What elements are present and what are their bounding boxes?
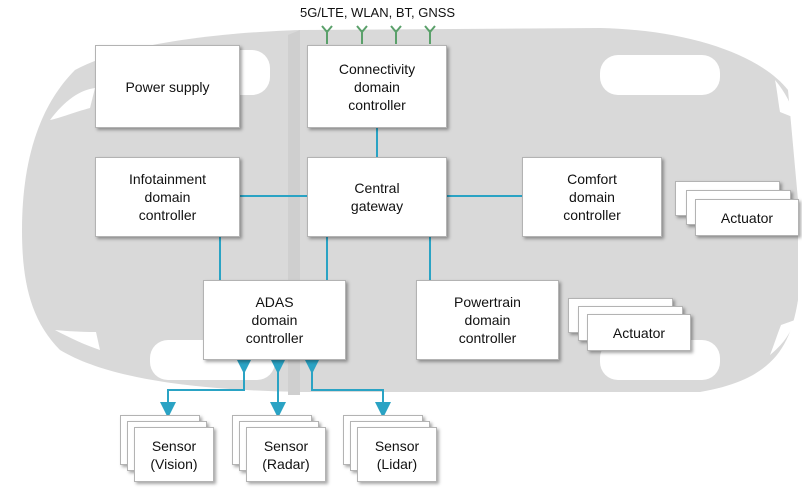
- adas-label-1: ADAS: [255, 294, 294, 310]
- link-adas-vision: [160, 358, 252, 418]
- connectivity-label-1: Connectivity: [338, 60, 416, 77]
- adas-domain-controller-box: ADAS domain controller: [203, 280, 346, 360]
- infotainment-label-2: domain: [144, 189, 191, 205]
- sensor-lidar-box: Sensor (Lidar): [357, 427, 437, 482]
- sensor-radar-box: Sensor (Radar): [246, 427, 326, 482]
- antenna-1: [321, 25, 333, 44]
- car-window-rear-right: [55, 330, 100, 350]
- comfort-label-1: Comfort: [567, 171, 617, 187]
- antenna-2: [356, 25, 368, 44]
- actuator-1-box: Actuator: [695, 199, 799, 236]
- gateway-label-2: gateway: [350, 198, 404, 214]
- powertrain-label-2: domain: [464, 312, 511, 328]
- power-supply-box: Power supply: [95, 45, 240, 128]
- antenna-3: [390, 25, 402, 44]
- sensor-vision-box: Sensor (Vision): [134, 427, 214, 482]
- gateway-label-1: Central: [354, 180, 400, 196]
- infotainment-domain-controller-box: Infotainment domain controller: [95, 157, 240, 237]
- link-adas-lidar: [304, 358, 391, 418]
- actuator-1-label: Actuator: [720, 209, 774, 226]
- comfort-label-2: domain: [569, 189, 615, 205]
- sensor-lidar-label-1: Sensor: [374, 437, 420, 454]
- infotainment-label-3: controller: [138, 207, 197, 223]
- sensor-vision-label-2: (Vision): [150, 455, 198, 472]
- sensor-vision-label-1: Sensor: [151, 437, 197, 454]
- antennas: [321, 25, 436, 44]
- sensor-links: [160, 358, 391, 418]
- sensor-radar-label-1: Sensor: [263, 437, 309, 454]
- adas-label-2: domain: [251, 312, 298, 328]
- adas-label-3: controller: [245, 330, 304, 346]
- actuator-2-label: Actuator: [612, 324, 666, 341]
- actuator-2-box: Actuator: [587, 314, 691, 351]
- car-window-front-right-top: [775, 80, 795, 118]
- sensor-lidar-label-2: (Lidar): [376, 455, 418, 472]
- central-gateway-box: Central gateway: [307, 157, 447, 237]
- car-window-front-right-bottom: [770, 320, 795, 355]
- powertrain-label-1: Powertrain: [454, 294, 521, 310]
- comfort-domain-controller-box: Comfort domain controller: [522, 157, 662, 237]
- power-supply-label: Power supply: [125, 78, 210, 95]
- antenna-4: [424, 25, 436, 44]
- connectivity-domain-controller-box: Connectivity domain controller: [307, 45, 447, 128]
- car-window-rear-left: [50, 88, 95, 120]
- connectivity-label-2: domain: [354, 78, 400, 95]
- powertrain-label-3: controller: [458, 330, 517, 346]
- sensor-radar-label-2: (Radar): [262, 455, 310, 472]
- connections: [219, 127, 522, 280]
- infotainment-label-1: Infotainment: [128, 171, 207, 187]
- powertrain-domain-controller-box: Powertrain domain controller: [416, 280, 559, 360]
- connectivity-label-3: controller: [348, 96, 406, 113]
- wheel-arch-front-top: [600, 55, 720, 95]
- antenna-label: 5G/LTE, WLAN, BT, GNSS: [300, 5, 456, 20]
- comfort-label-3: controller: [563, 207, 621, 223]
